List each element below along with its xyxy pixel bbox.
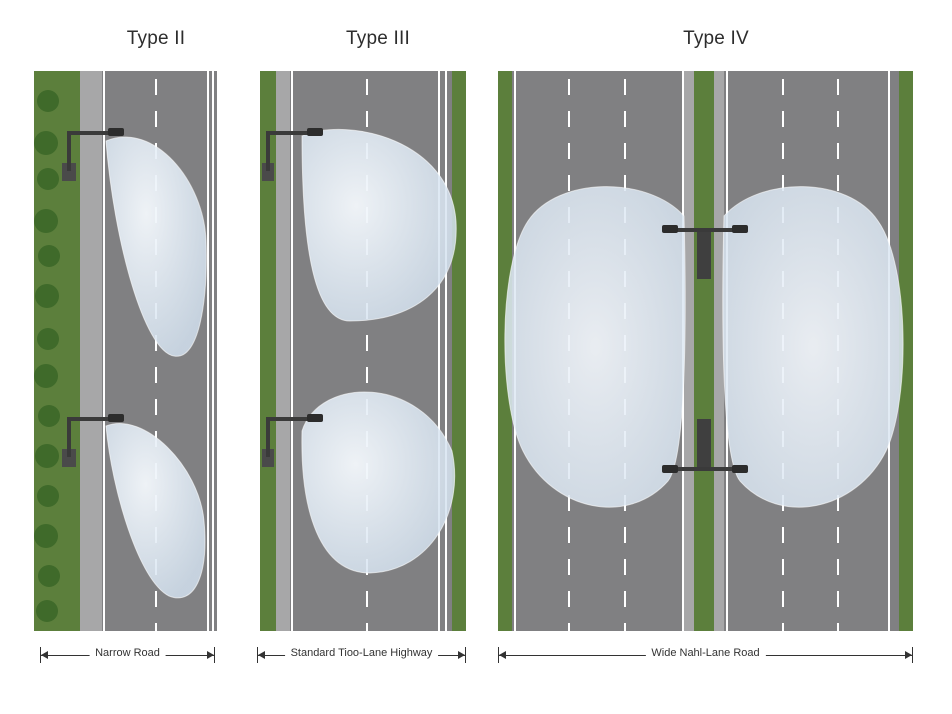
median-curb xyxy=(714,71,724,631)
dimension-label: Wide Nahl-Lane Road xyxy=(645,647,766,659)
dimension-narrow-road: Narrow Road xyxy=(40,646,215,664)
shrub-icon xyxy=(34,131,58,155)
type-iii-panel xyxy=(260,71,466,631)
light-distribution-pattern xyxy=(105,136,207,357)
street-light-icon xyxy=(262,128,323,181)
dimension-label: Standard Tioo-Lane Highway xyxy=(284,647,439,659)
street-light-icon xyxy=(62,414,124,467)
grass-strip xyxy=(452,71,466,631)
street-light-icon xyxy=(262,414,323,467)
shrub-icon xyxy=(37,168,59,190)
title-type-iii: Type III xyxy=(346,28,410,49)
title-type-iv: Type IV xyxy=(683,28,749,49)
shrub-icon xyxy=(37,90,59,112)
type-iii-road-diagram xyxy=(260,71,466,631)
grass-strip xyxy=(260,71,276,631)
light-distribution-pattern xyxy=(722,186,904,508)
edge-line xyxy=(103,71,105,631)
median-grass xyxy=(694,71,714,631)
edge-line xyxy=(212,71,214,631)
shrub-icon xyxy=(35,444,59,468)
edge-line xyxy=(445,71,447,631)
shrub-icon xyxy=(38,245,60,267)
edge-line xyxy=(438,71,440,631)
shrub-icon xyxy=(37,328,59,350)
median-curb xyxy=(684,71,694,631)
shrub-icon xyxy=(34,209,58,233)
sidewalk xyxy=(276,71,290,631)
type-iv-panel xyxy=(498,71,913,631)
dimension-standard-highway: Standard Tioo-Lane Highway xyxy=(257,646,466,664)
shrub-icon xyxy=(34,364,58,388)
shrub-icon xyxy=(37,485,59,507)
grass-strip xyxy=(34,71,80,631)
dimension-wide-road: Wide Nahl-Lane Road xyxy=(498,646,913,664)
street-light-icon xyxy=(662,225,748,279)
type-ii-panel xyxy=(34,71,217,631)
shrub-icon xyxy=(38,405,60,427)
shrub-icon xyxy=(35,284,59,308)
sidewalk xyxy=(80,71,102,631)
street-light-icon xyxy=(662,419,748,473)
shrub-icon xyxy=(36,600,58,622)
type-iv-road-diagram xyxy=(498,71,913,631)
street-light-icon xyxy=(62,128,124,181)
light-distribution-pattern xyxy=(301,391,456,574)
light-distribution-pattern xyxy=(105,423,206,599)
light-distribution-pattern xyxy=(301,129,457,322)
shrub-row xyxy=(34,90,60,622)
shrub-icon xyxy=(34,524,58,548)
shrub-icon xyxy=(38,565,60,587)
title-type-ii: Type II xyxy=(126,28,186,49)
edge-line xyxy=(207,71,209,631)
edge-line xyxy=(291,71,293,631)
light-distribution-pattern xyxy=(504,186,686,508)
dimension-label: Narrow Road xyxy=(89,647,166,659)
grass-strip xyxy=(899,71,913,631)
type-ii-road-diagram xyxy=(34,71,217,631)
